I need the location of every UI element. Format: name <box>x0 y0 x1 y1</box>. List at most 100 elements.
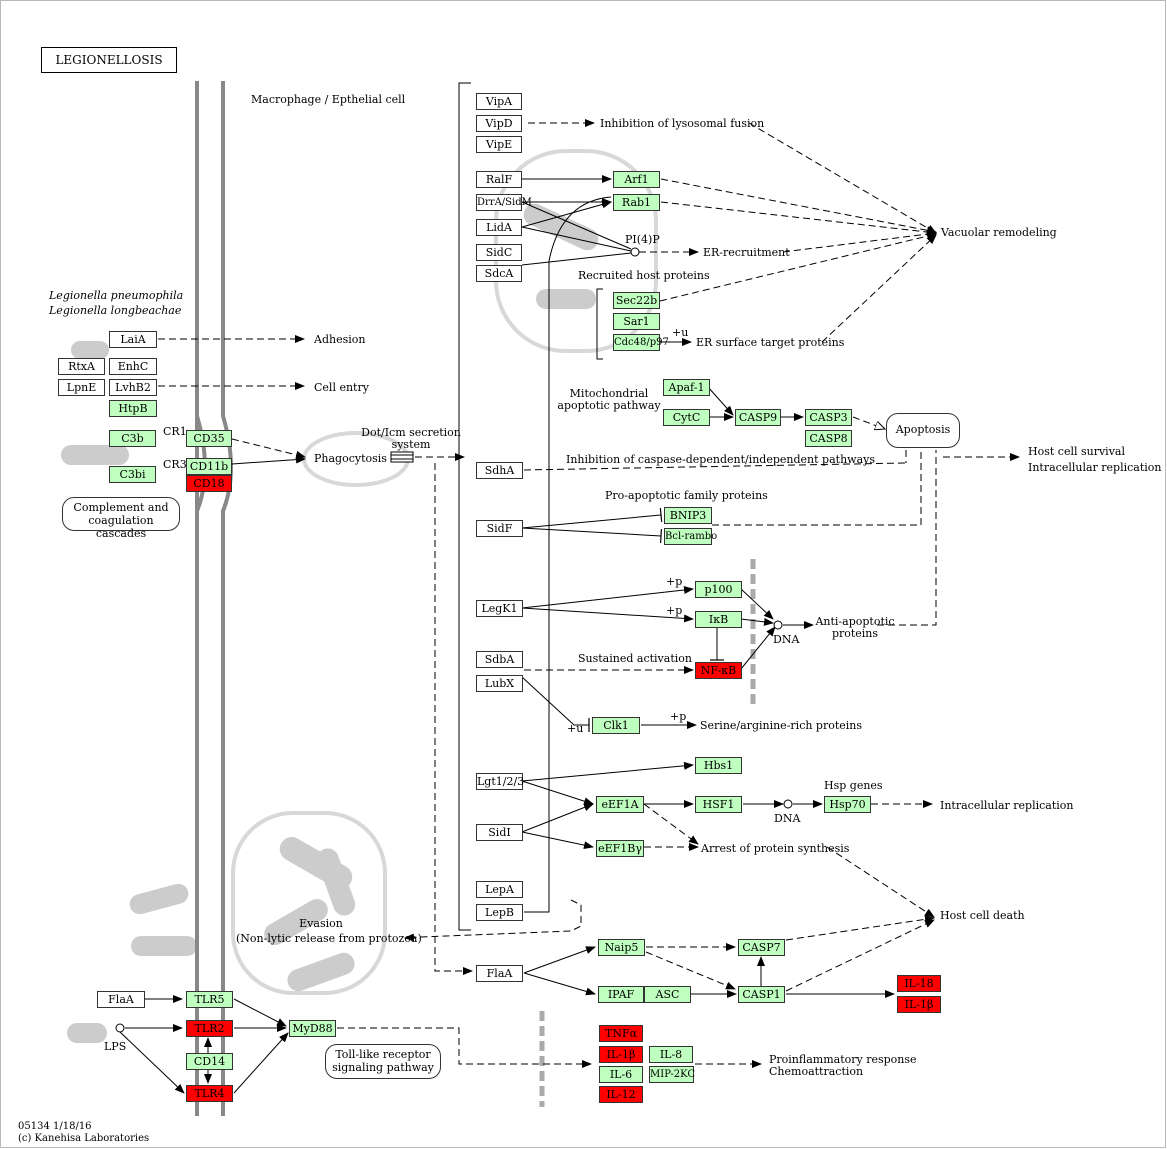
node-ikb[interactable]: IκB <box>695 611 742 628</box>
label-mitochondrial: Mitochondrial <box>569 387 649 400</box>
label-anti-apoptotic-proteins: proteins <box>831 627 879 640</box>
node-myd88[interactable]: MyD88 <box>289 1020 336 1037</box>
node-rtxa[interactable]: RtxA <box>58 358 105 375</box>
label-recruited-host-proteins: Recruited host proteins <box>578 269 710 282</box>
node-casp3[interactable]: CASP3 <box>805 409 852 426</box>
node-naip5[interactable]: Naip5 <box>598 939 645 956</box>
nucleus-bars <box>539 559 756 1107</box>
label-evasion: Evasion <box>299 917 343 930</box>
node-sidc[interactable]: SidC <box>476 244 522 261</box>
label-cr3: CR3 <box>163 458 187 471</box>
label-phagocytosis: Phagocytosis <box>314 452 387 465</box>
node-vipe[interactable]: VipE <box>476 136 522 153</box>
node-mip2kc[interactable]: MIP-2KC <box>649 1066 695 1083</box>
node-lpne[interactable]: LpnE <box>58 379 105 396</box>
node-tlr5[interactable]: TLR5 <box>186 991 233 1008</box>
label-serine-arginine: Serine/arginine-rich proteins <box>700 719 863 732</box>
node-clk1[interactable]: Clk1 <box>592 717 640 734</box>
node-casp9[interactable]: CASP9 <box>735 409 781 426</box>
label-sustained-activation: Sustained activation <box>578 652 692 665</box>
label-anti-apoptotic: Anti-apoptotic <box>815 615 895 628</box>
node-tlr2[interactable]: TLR2 <box>186 1020 233 1037</box>
node-hsf1[interactable]: HSF1 <box>695 796 742 813</box>
label-legionella-pneumophila: Legionella pneumophila <box>49 289 184 302</box>
node-drra-sidm[interactable]: DrrA/SidM <box>476 194 532 211</box>
node-il12[interactable]: IL-12 <box>599 1086 643 1103</box>
node-casp8[interactable]: CASP8 <box>805 430 852 447</box>
node-hbs1[interactable]: Hbs1 <box>695 757 742 774</box>
node-sidf[interactable]: SidF <box>476 520 523 537</box>
label-plus-u-clk: +u <box>567 722 584 735</box>
node-htpb[interactable]: HtpB <box>109 400 157 417</box>
node-sdha[interactable]: SdhA <box>476 462 523 479</box>
node-c3b[interactable]: C3b <box>109 430 156 447</box>
pathway-link-tlr-line1: Toll-like receptor <box>335 1048 431 1061</box>
node-il8[interactable]: IL-8 <box>649 1046 693 1063</box>
node-il6[interactable]: IL-6 <box>599 1066 643 1083</box>
label-cr1: CR1 <box>163 425 187 438</box>
node-flaa-intracellular[interactable]: FlaA <box>476 965 523 982</box>
node-enhc[interactable]: EnhC <box>109 358 157 375</box>
node-ipaf[interactable]: IPAF <box>598 986 644 1003</box>
node-lepb[interactable]: LepB <box>476 904 523 921</box>
node-flaa-extracellular[interactable]: FlaA <box>97 991 145 1008</box>
node-sdca[interactable]: SdcA <box>476 265 522 282</box>
node-asc[interactable]: ASC <box>644 986 691 1003</box>
label-arrest-protein-synthesis: Arrest of protein synthesis <box>701 842 850 855</box>
node-il1b[interactable]: IL-1β <box>599 1046 643 1063</box>
pathway-title: LEGIONELLOSIS <box>41 47 177 73</box>
node-lvhb2[interactable]: LvhB2 <box>109 379 157 396</box>
node-vipa[interactable]: VipA <box>476 93 522 110</box>
label-dna-1: DNA <box>773 633 800 646</box>
node-eef1bg[interactable]: eEF1Bγ <box>596 840 644 857</box>
label-er-recruitment: ER-recruitment <box>703 246 790 259</box>
node-p100[interactable]: p100 <box>695 581 742 598</box>
node-casp1[interactable]: CASP1 <box>738 986 785 1003</box>
label-inhibition-lysosomal: Inhibition of lysosomal fusion <box>600 117 765 130</box>
node-bcl-rambo[interactable]: Bcl-rambo <box>664 528 717 545</box>
node-casp7[interactable]: CASP7 <box>738 939 785 956</box>
node-sdba[interactable]: SdbA <box>476 651 523 668</box>
node-sar1[interactable]: Sar1 <box>613 313 660 330</box>
solid-edges <box>119 175 895 1094</box>
node-cytc[interactable]: CytC <box>663 409 710 426</box>
node-rab1[interactable]: Rab1 <box>613 194 660 211</box>
node-cd14[interactable]: CD14 <box>186 1053 233 1070</box>
node-tlr4[interactable]: TLR4 <box>186 1085 233 1102</box>
node-legk1[interactable]: LegK1 <box>476 600 523 617</box>
node-vipd[interactable]: VipD <box>476 115 522 132</box>
pathway-link-complement[interactable]: Complement and coagulation cascades <box>62 497 180 540</box>
node-lgt123[interactable]: Lgt1/2/3 <box>476 773 525 790</box>
node-cd11b[interactable]: CD11b <box>186 458 232 475</box>
pathway-link-toll-like-receptor[interactable]: Toll-like receptor signaling pathway <box>325 1044 441 1079</box>
node-nfkb[interactable]: NF-κB <box>695 662 742 679</box>
node-lepa[interactable]: LepA <box>476 881 523 898</box>
pathway-link-apoptosis[interactable]: Apoptosis <box>886 413 960 448</box>
node-sec22b[interactable]: Sec22b <box>613 292 660 309</box>
node-apaf1[interactable]: Apaf-1 <box>663 379 710 396</box>
node-il1b-inflammasome[interactable]: IL-1β <box>897 996 941 1013</box>
node-ralf[interactable]: RalF <box>476 171 522 188</box>
node-tnfa[interactable]: TNFα <box>599 1025 643 1042</box>
label-non-lytic-release: (Non-lytic release from protozoa) <box>236 932 422 945</box>
node-lida[interactable]: LidA <box>476 219 522 236</box>
node-il18[interactable]: IL-18 <box>897 975 941 992</box>
node-lubx[interactable]: LubX <box>476 675 523 692</box>
secretion-system-icon <box>390 451 414 463</box>
label-legionella-longbeachae: Legionella longbeachae <box>49 304 182 317</box>
node-hsp70[interactable]: Hsp70 <box>824 796 871 813</box>
node-cdc48-p97[interactable]: Cdc48/p97 <box>613 334 669 351</box>
node-arf1[interactable]: Arf1 <box>613 171 660 188</box>
label-chemoattraction: Chemoattraction <box>769 1065 864 1078</box>
node-cd18[interactable]: CD18 <box>186 475 232 492</box>
node-laia[interactable]: LaiA <box>109 331 157 348</box>
node-eef1a[interactable]: eEF1A <box>596 796 644 813</box>
label-intracellular-replication-2: Intracellular replication <box>940 799 1074 812</box>
node-cd35[interactable]: CD35 <box>186 430 232 447</box>
node-c3bi[interactable]: C3bi <box>109 466 156 483</box>
node-bnip3[interactable]: BNIP3 <box>664 507 712 524</box>
node-sidi[interactable]: SidI <box>476 824 523 841</box>
cell-membrane <box>195 81 233 1116</box>
bacterium-shadows <box>61 203 599 1043</box>
